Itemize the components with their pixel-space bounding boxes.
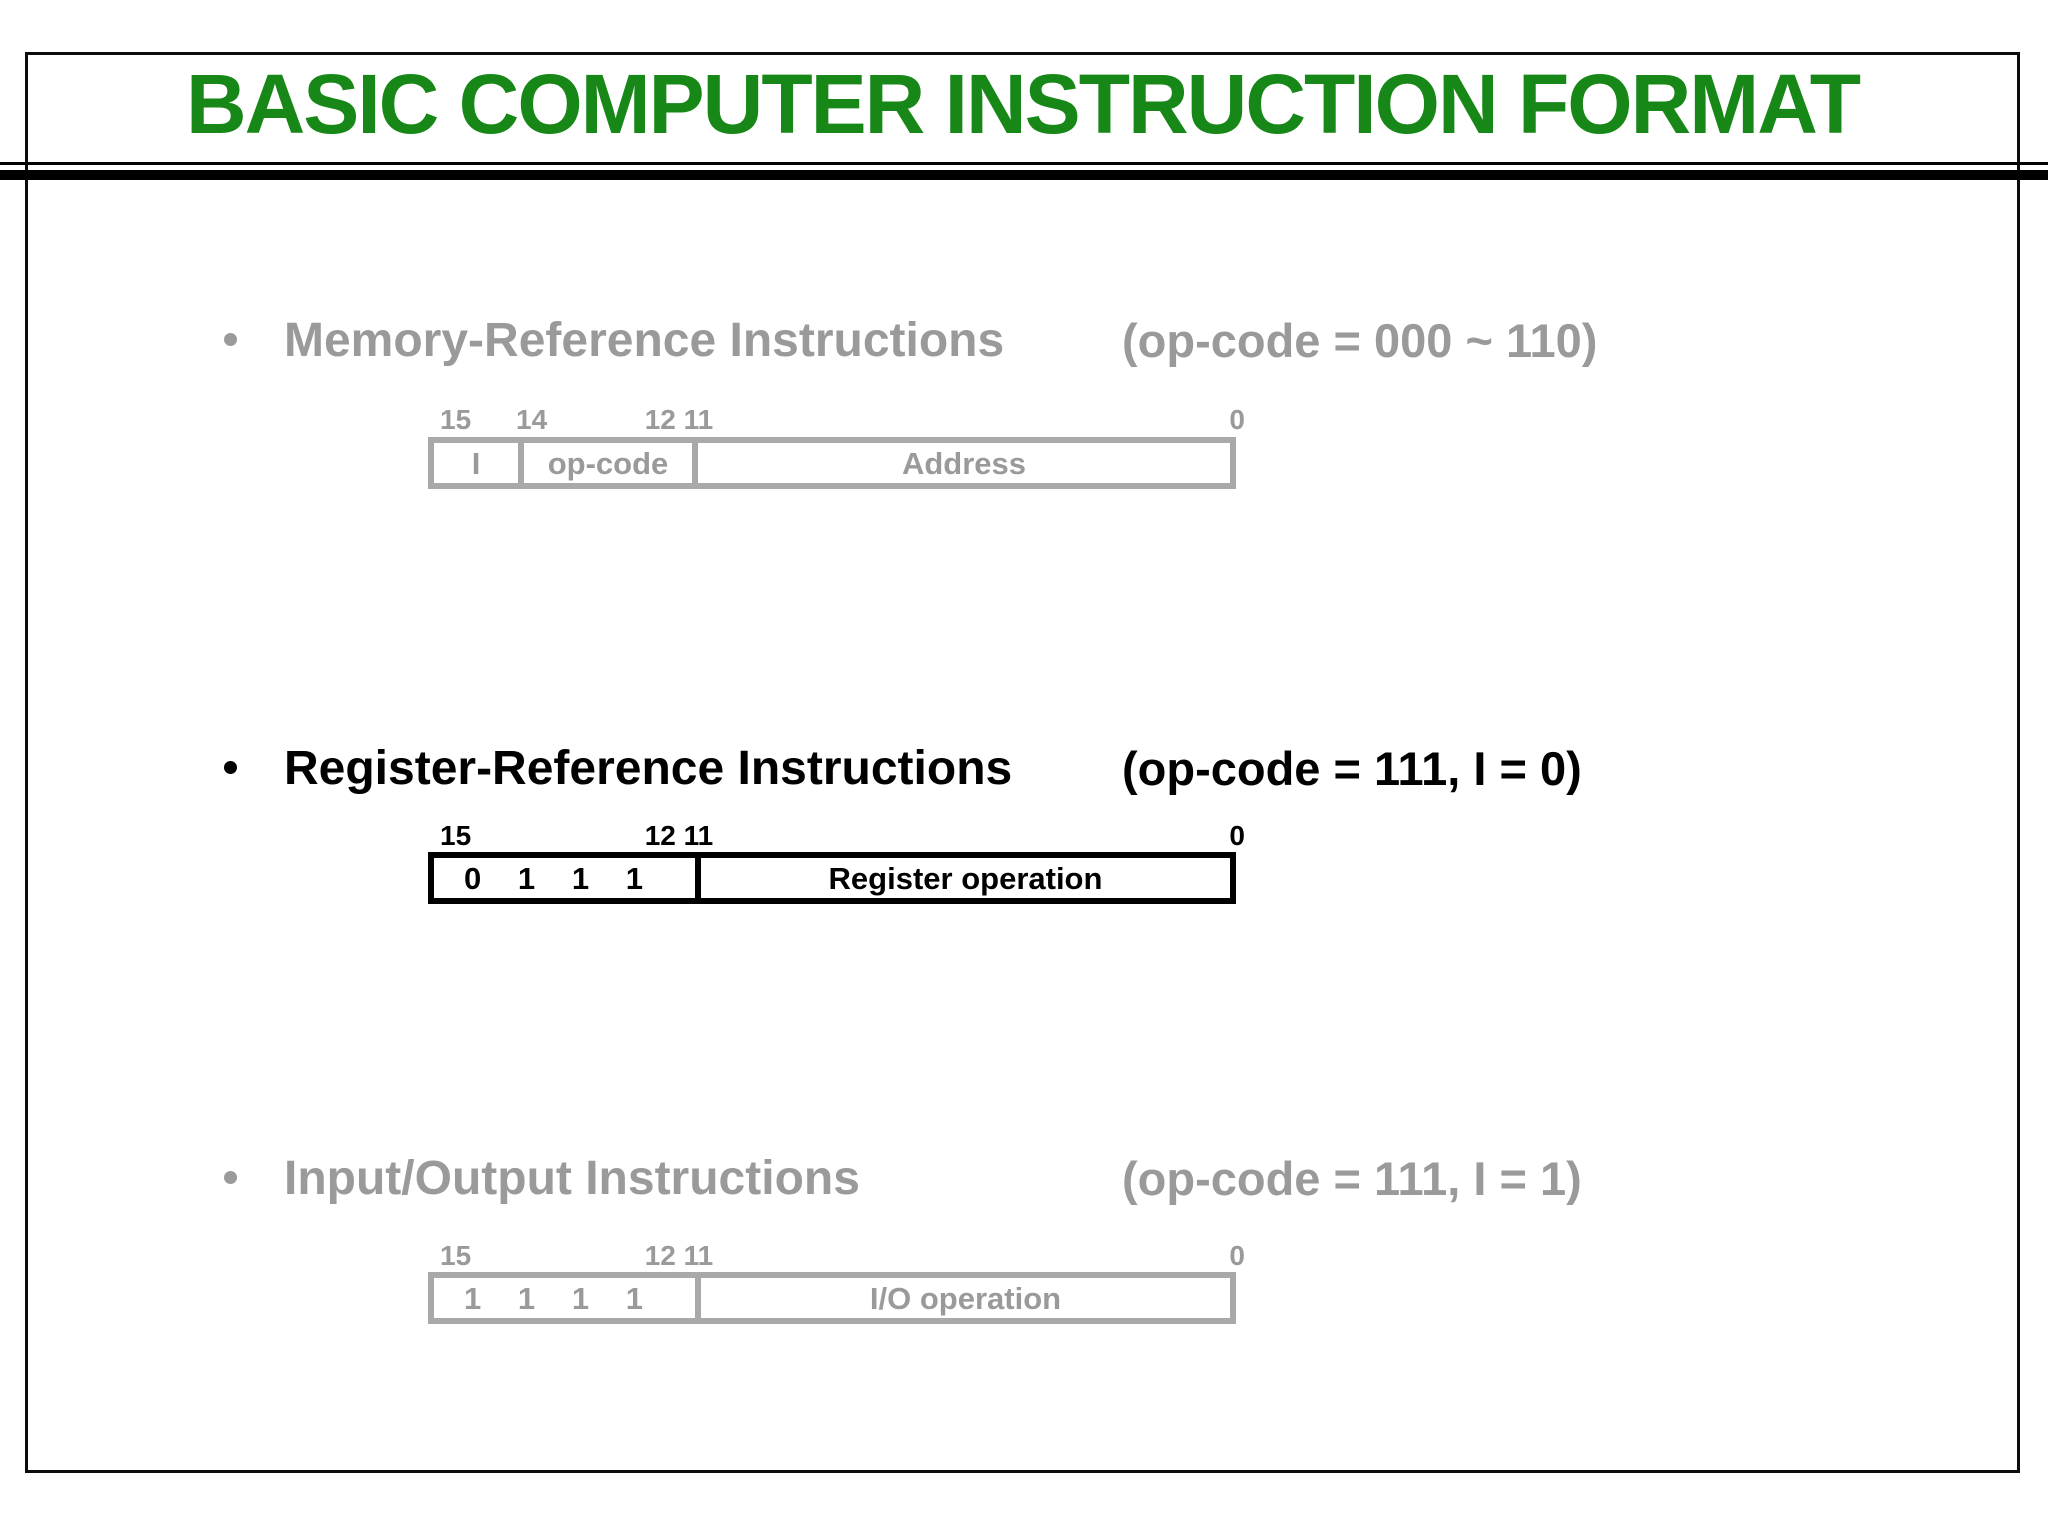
bit-label-12-11: 12 11 — [644, 1240, 714, 1271]
title-rule-thin — [0, 162, 2048, 165]
bullet-icon — [224, 761, 237, 774]
opcode-annotation: (op-code = 000 ~ 110) — [1122, 314, 1598, 367]
bit-label-0: 0 — [1229, 820, 1245, 851]
slide-title: BASIC COMPUTER INSTRUCTION FORMAT — [185, 57, 1861, 151]
bit-position-labels: 15 12 11 0 — [428, 820, 1245, 852]
bit-label-15: 15 — [440, 1240, 472, 1271]
field-indirect-bit: I — [471, 445, 481, 481]
title-rule-thick — [0, 170, 2048, 180]
field-opcode: op-code — [518, 443, 692, 483]
opcode-annotation: (op-code = 111, I = 1) — [1122, 1152, 1582, 1205]
bit-digit: 1 — [517, 860, 536, 896]
slide-frame — [25, 52, 2020, 1473]
bit-digit: 1 — [517, 1280, 536, 1316]
field-register-operation: Register operation — [695, 858, 1230, 898]
bit-label-12-11: 12 11 — [644, 820, 714, 851]
bit-label-12-11: 12 11 — [644, 404, 714, 435]
instruction-format-box-register-reference: 0 1 1 1 Register operation — [428, 852, 1236, 904]
bit-digit: 1 — [625, 1280, 643, 1316]
bit-label-0: 0 — [1229, 1240, 1245, 1271]
bit-digit: 1 — [571, 860, 590, 896]
bullet-icon — [224, 1171, 237, 1184]
section-title: Register-Reference Instructions — [284, 742, 1013, 795]
field-io-operation: I/O operation — [695, 1278, 1230, 1318]
instruction-format-box-memory-reference: I op-code Address — [428, 437, 1236, 489]
section-heading-memory-reference: Memory-Reference Instructions (op-code =… — [0, 312, 2048, 370]
bit-digit: 1 — [571, 1280, 590, 1316]
bit-label-14: 14 — [516, 404, 548, 435]
field-opcode-bits: 1 1 1 1 — [434, 1278, 695, 1318]
field-address: Address — [692, 443, 1230, 483]
bit-digit: 1 — [625, 860, 643, 896]
bit-position-labels: 15 14 12 11 0 — [428, 404, 1245, 436]
bullet-icon — [224, 333, 237, 346]
bit-digit: 0 — [464, 860, 482, 896]
section-heading-input-output: Input/Output Instructions (op-code = 111… — [0, 1150, 2048, 1208]
instruction-format-box-input-output: 1 1 1 1 I/O operation — [428, 1272, 1236, 1324]
section-title: Memory-Reference Instructions — [284, 314, 1005, 367]
bit-label-15: 15 — [440, 820, 472, 851]
bit-label-0: 0 — [1229, 404, 1245, 435]
bit-label-15: 15 — [440, 404, 472, 435]
opcode-annotation: (op-code = 111, I = 0) — [1122, 742, 1582, 795]
bit-position-labels: 15 12 11 0 — [428, 1240, 1245, 1272]
bit-digit: 1 — [464, 1280, 482, 1316]
section-title: Input/Output Instructions — [284, 1152, 860, 1205]
section-heading-register-reference: Register-Reference Instructions (op-code… — [0, 740, 2048, 798]
field-opcode-bits: 0 1 1 1 — [434, 858, 695, 898]
